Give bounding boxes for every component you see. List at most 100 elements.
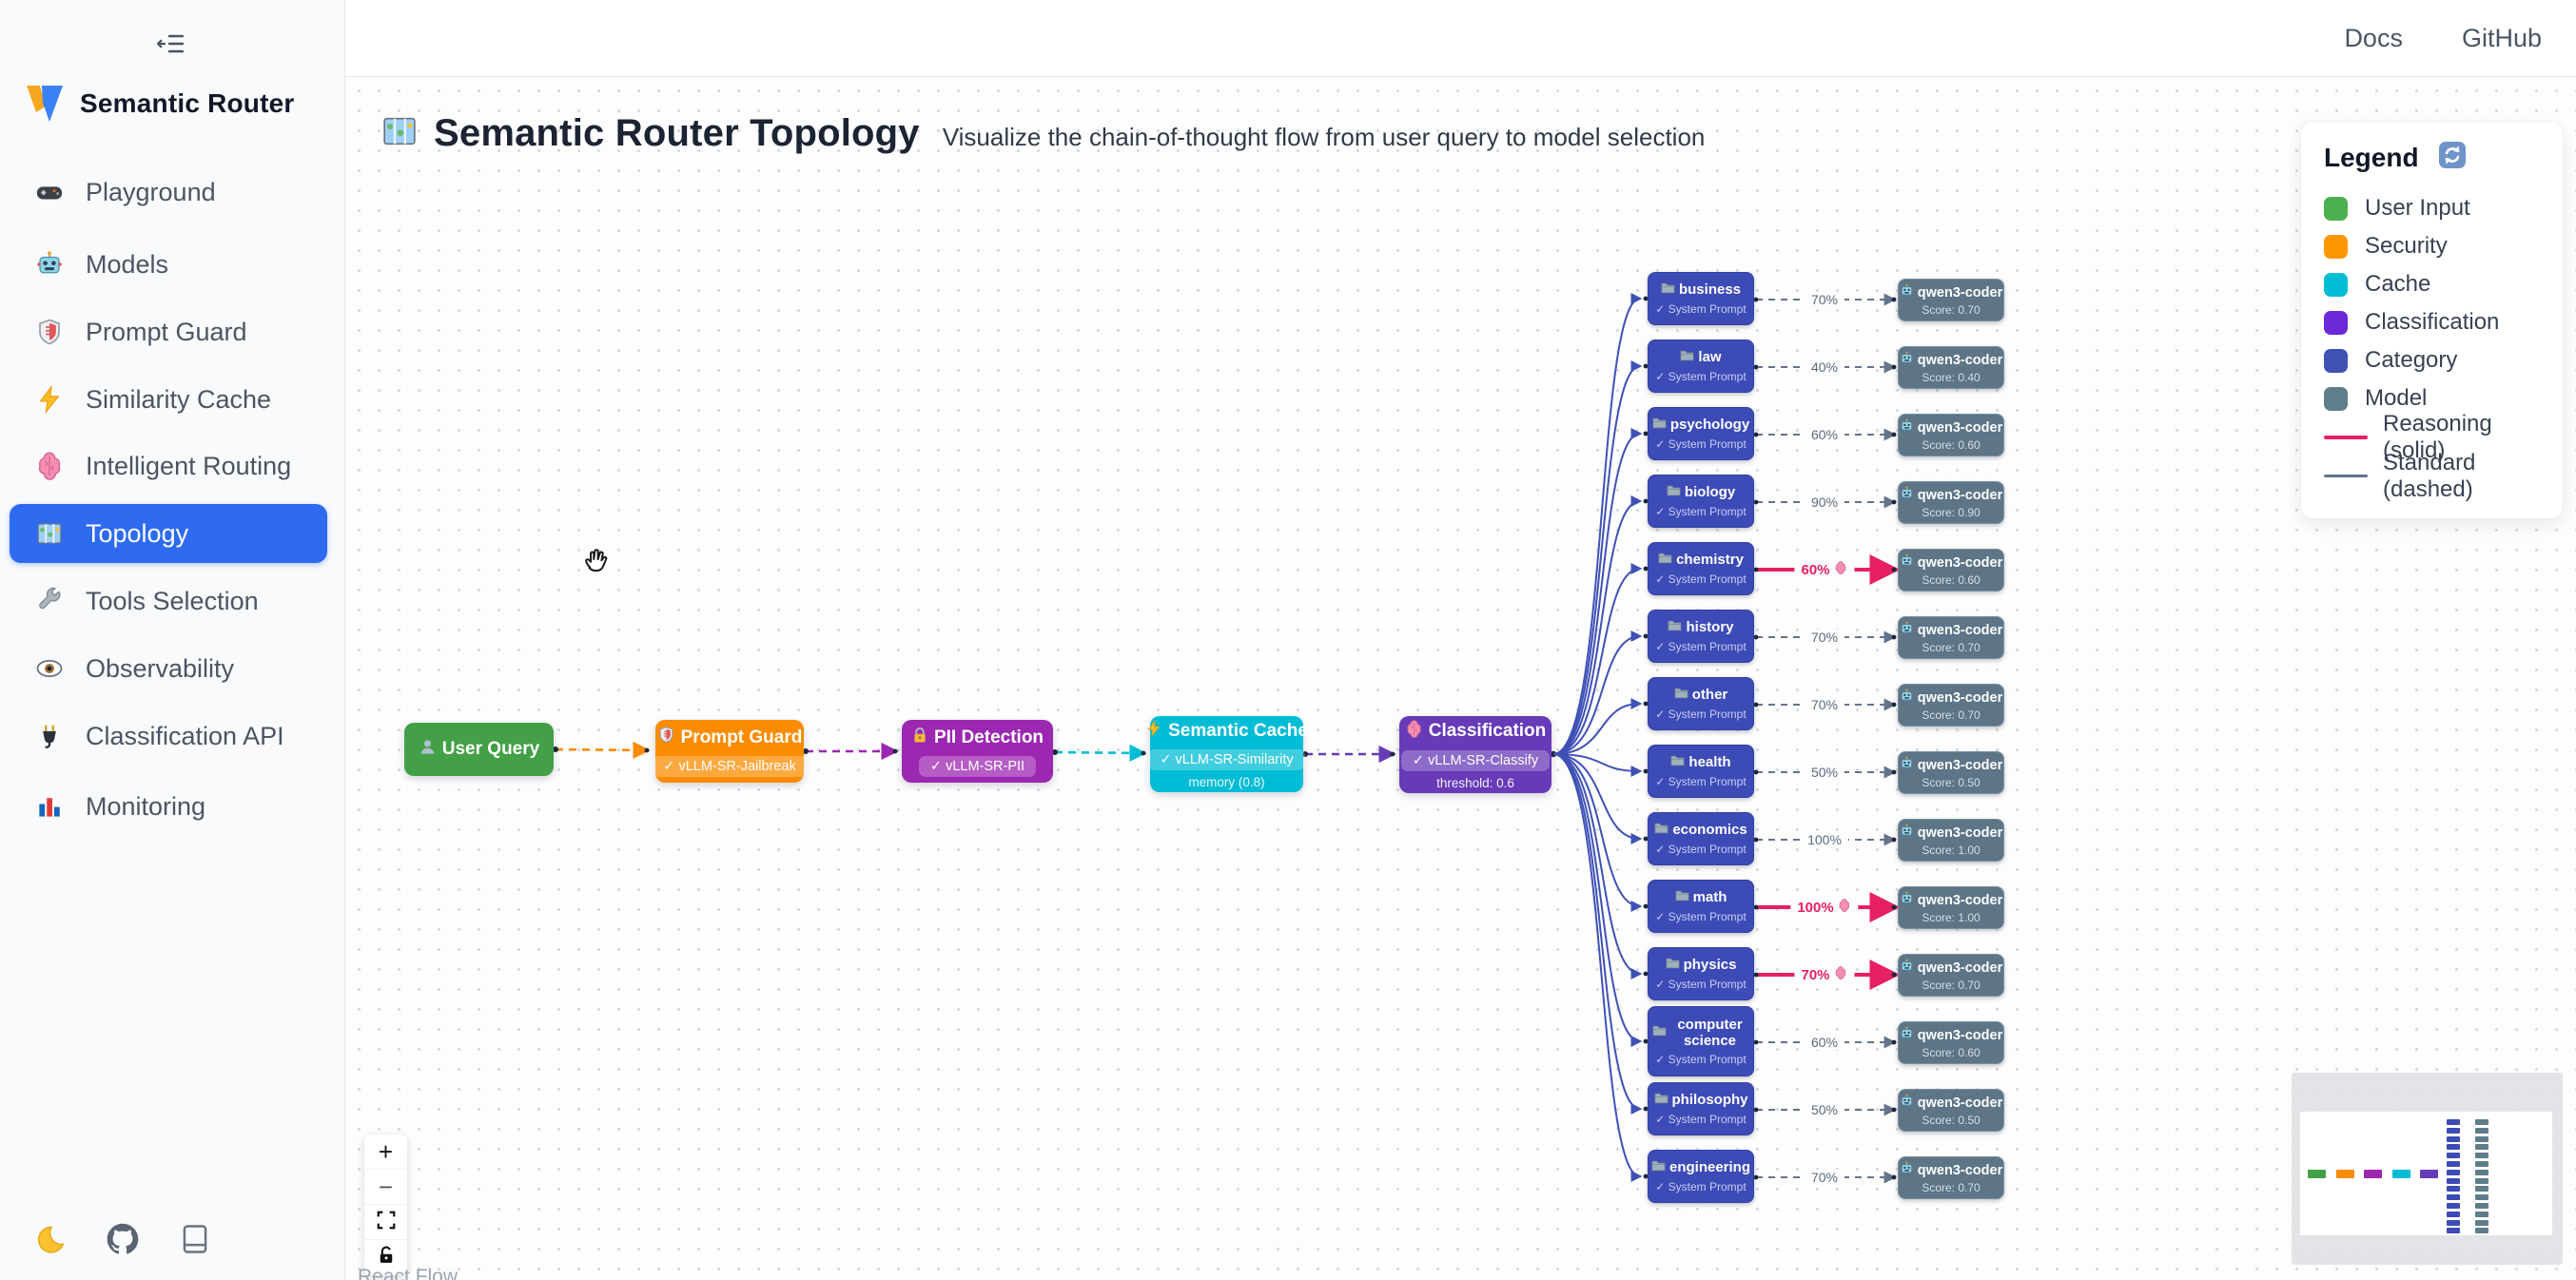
model-score: Score: 0.70 bbox=[1922, 641, 1981, 654]
github-link[interactable]: GitHub bbox=[2461, 23, 2542, 52]
node-pii-detection[interactable]: PII Detection✓ vLLM-SR-PII bbox=[902, 720, 1053, 783]
category-node-health[interactable]: health✓ System Prompt bbox=[1648, 745, 1754, 798]
sidebar-item-monitoring[interactable]: Monitoring bbox=[10, 777, 327, 836]
minimap[interactable] bbox=[2292, 1073, 2563, 1265]
category-node-computer-science[interactable]: computer science✓ System Prompt bbox=[1648, 1006, 1754, 1076]
collapse-sidebar-icon bbox=[156, 31, 185, 61]
node-user-query[interactable]: User Query bbox=[404, 723, 554, 776]
logo: Semantic Router bbox=[25, 82, 295, 126]
flow-controls: + − bbox=[364, 1135, 407, 1275]
fit-view-button[interactable] bbox=[364, 1205, 407, 1240]
legend-label: Security bbox=[2365, 233, 2448, 259]
sidebar-item-intelligent-routing[interactable]: Intelligent Routing bbox=[10, 436, 327, 495]
github-icon[interactable] bbox=[107, 1223, 139, 1255]
legend-swatch bbox=[2324, 196, 2348, 221]
sidebar-item-prompt-guard[interactable]: Prompt Guard bbox=[10, 302, 327, 361]
brain-icon bbox=[34, 451, 65, 481]
minimap-model-node bbox=[2475, 1169, 2488, 1175]
minimap-pipeline-node bbox=[2420, 1170, 2438, 1178]
edge-percent: 40% bbox=[1810, 359, 1839, 375]
moon-icon[interactable] bbox=[34, 1223, 67, 1255]
eye-icon bbox=[34, 653, 65, 684]
node-badge: ✓ vLLM-SR-Jailbreak bbox=[652, 756, 808, 777]
folder-icon bbox=[1668, 619, 1682, 635]
sidebar-collapse-button[interactable] bbox=[150, 29, 190, 63]
edge-percent: 70% bbox=[1801, 966, 1830, 983]
minimap-pipeline-node bbox=[2335, 1170, 2354, 1178]
lock-icon bbox=[911, 727, 928, 749]
edge-label-other: 70% bbox=[1804, 697, 1845, 712]
docs-link[interactable]: Docs bbox=[2344, 23, 2403, 52]
robot-icon bbox=[1900, 553, 1914, 572]
model-name: qwen3-coder bbox=[1917, 824, 2003, 841]
category-node-math[interactable]: math✓ System Prompt bbox=[1648, 880, 1754, 933]
model-score: Score: 0.50 bbox=[1922, 1114, 1981, 1127]
sidebar-item-label: Prompt Guard bbox=[86, 317, 247, 346]
flow-canvas[interactable] bbox=[345, 77, 2576, 1280]
category-node-other[interactable]: other ✓ System Prompt bbox=[1648, 677, 1754, 730]
category-node-law[interactable]: law✓ System Prompt bbox=[1648, 339, 1754, 393]
sidebar-item-playground[interactable]: Playground bbox=[10, 163, 327, 222]
minimap-model-node bbox=[2475, 1228, 2488, 1234]
category-node-biology[interactable]: biology✓ System Prompt bbox=[1648, 475, 1754, 528]
edge-label-economics: 100% bbox=[1801, 832, 1848, 847]
category-node-engineering[interactable]: engineering✓ System Prompt bbox=[1648, 1150, 1754, 1203]
edge-percent: 50% bbox=[1810, 765, 1839, 780]
minus-icon: − bbox=[378, 1173, 394, 1201]
legend-item: Security bbox=[2324, 227, 2540, 265]
category-node-business[interactable]: business✓ System Prompt bbox=[1648, 272, 1754, 325]
minimap-model-node bbox=[2475, 1219, 2488, 1226]
edge-percent: 60% bbox=[1810, 1035, 1839, 1050]
category-node-chemistry[interactable]: chemistry✓ System Prompt bbox=[1648, 542, 1754, 595]
sidebar-item-similarity-cache[interactable]: Similarity Cache bbox=[10, 370, 327, 429]
category-node-economics[interactable]: economics✓ System Prompt bbox=[1648, 812, 1754, 865]
category-node-philosophy[interactable]: philosophy✓ System Prompt bbox=[1648, 1082, 1754, 1135]
sidebar-item-topology[interactable]: Topology bbox=[10, 504, 327, 563]
sidebar-item-observability[interactable]: Observability bbox=[10, 639, 327, 698]
plug-icon bbox=[34, 721, 65, 751]
zoom-in-button[interactable]: + bbox=[364, 1135, 407, 1170]
folder-icon bbox=[1654, 1092, 1669, 1108]
node-title: User Query bbox=[441, 739, 540, 759]
node-subtext: threshold: 0.6 bbox=[1436, 775, 1514, 790]
sidebar-item-tools-selection[interactable]: Tools Selection bbox=[10, 572, 327, 630]
zap-icon bbox=[1145, 719, 1162, 743]
category-node-history[interactable]: history✓ System Prompt bbox=[1648, 610, 1754, 663]
robot-icon bbox=[1900, 1161, 1914, 1179]
model-score: Score: 0.70 bbox=[1922, 979, 1981, 992]
sidebar-item-classification-api[interactable]: Classification API bbox=[10, 707, 327, 766]
book-icon[interactable] bbox=[179, 1223, 211, 1255]
category-subtext: ✓ System Prompt bbox=[1655, 707, 1747, 721]
node-prompt-guard[interactable]: Prompt Guard✓ vLLM-SR-Jailbreak bbox=[652, 720, 808, 783]
category-name: other bbox=[1691, 687, 1728, 704]
reasoning-brain-icon bbox=[1834, 966, 1848, 983]
sidebar-item-models[interactable]: Models bbox=[10, 235, 327, 294]
category-subtext: ✓ System Prompt bbox=[1655, 639, 1747, 653]
zoom-out-button[interactable]: − bbox=[364, 1170, 407, 1205]
model-name: qwen3-coder bbox=[1917, 284, 2003, 301]
category-name: health bbox=[1688, 754, 1731, 771]
sidebar-item-label: Playground bbox=[86, 177, 216, 206]
lock-interactivity-button[interactable] bbox=[364, 1240, 407, 1275]
map-icon bbox=[381, 112, 419, 160]
legend-label: Cache bbox=[2365, 271, 2431, 297]
robot-icon bbox=[1900, 486, 1914, 504]
category-node-psychology[interactable]: psychology✓ System Prompt bbox=[1648, 407, 1754, 460]
category-node-physics[interactable]: physics✓ System Prompt bbox=[1648, 947, 1754, 1000]
